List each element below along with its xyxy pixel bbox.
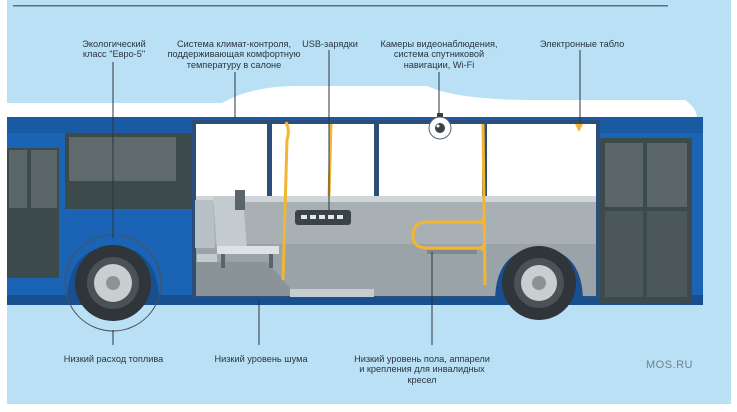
bus-roof [7, 86, 697, 118]
handrail [481, 123, 487, 286]
floor-ramp [290, 289, 374, 297]
interior-windows [196, 124, 596, 196]
callout-lines [112, 50, 581, 345]
display-indicator-icon [575, 124, 583, 132]
callout-noise: Низкий уровень шума [214, 354, 308, 364]
handrail [281, 121, 290, 281]
seat [195, 200, 215, 248]
wheelchair-rail [411, 220, 483, 250]
callout-climate: Система климат-контроля,поддерживающая к… [167, 39, 301, 70]
bus-illustration [7, 5, 703, 345]
callout-display: Электронные табло [539, 39, 625, 49]
callout-fuel: Низкий расход топлива [63, 354, 164, 364]
interior-floor [196, 244, 596, 296]
callout-usb: USB-зарядки [302, 39, 358, 49]
watermark: MOS.RU [646, 359, 693, 371]
top-rule [13, 5, 668, 7]
callout-cameras: Камеры видеонаблюдения,система спутников… [380, 39, 498, 70]
